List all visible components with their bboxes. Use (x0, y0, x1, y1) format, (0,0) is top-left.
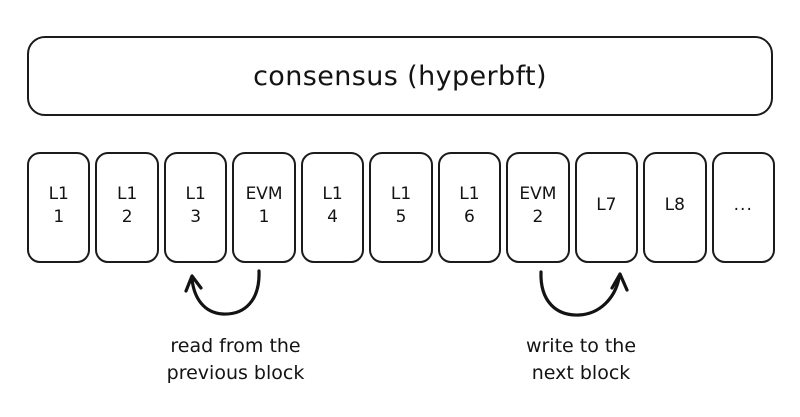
block-label-primary: L8 (664, 195, 685, 215)
block-l1-2: L1 2 (95, 152, 159, 263)
consensus-label: consensus (hyperbft) (253, 60, 547, 92)
block-l1-6: L1 6 (437, 152, 502, 263)
block-label-primary: L1 (322, 183, 343, 204)
block-label-secondary: 6 (464, 206, 475, 227)
block-label-secondary: 4 (327, 206, 338, 227)
block-l1-1: L1 1 (27, 152, 91, 263)
block-label-primary: L1 (48, 183, 69, 204)
block-label-secondary: 5 (395, 206, 407, 227)
consensus-bar: consensus (hyperbft) (27, 36, 773, 116)
write-annotation: write to the next block (465, 333, 697, 387)
block-label-primary: EVM (245, 183, 283, 204)
block-label-primary: EVM (519, 183, 557, 204)
block-row: L1 1 L1 2 L1 3 EVM 1 L1 4 L1 5 L1 6 EVM (27, 152, 775, 263)
block-l7: L7 (574, 152, 639, 263)
write-annotation-line1: write to the (525, 335, 637, 357)
block-label-primary: ... (733, 195, 753, 215)
block-label-primary: L1 (390, 183, 412, 204)
block-l1-3: L1 3 (163, 152, 228, 263)
block-label-primary: L1 (117, 183, 138, 204)
block-l8: L8 (643, 152, 707, 263)
block-label-secondary: 1 (258, 206, 270, 227)
block-label-primary: L1 (185, 183, 206, 204)
block-label-secondary: 3 (190, 206, 202, 227)
write-to-next-arrow-icon (539, 270, 629, 317)
block-l1-5: L1 5 (369, 152, 433, 263)
block-label-primary: L1 (459, 183, 480, 204)
block-label-secondary: 1 (53, 206, 65, 227)
block-l1-4: L1 4 (300, 152, 365, 263)
block-evm-1: EVM 1 (232, 152, 296, 263)
block-evm-2: EVM 2 (506, 152, 570, 263)
block-label-secondary: 2 (532, 206, 544, 227)
read-annotation-line1: read from the (170, 335, 301, 357)
read-annotation-line2: previous block (166, 362, 305, 384)
read-from-previous-arrow-icon (184, 269, 261, 316)
write-annotation-line2: next block (531, 362, 631, 384)
block-label-secondary: 2 (121, 206, 133, 227)
block-ellipsis: ... (711, 152, 775, 263)
block-label-primary: L7 (596, 195, 617, 215)
read-annotation: read from the previous block (118, 333, 353, 387)
